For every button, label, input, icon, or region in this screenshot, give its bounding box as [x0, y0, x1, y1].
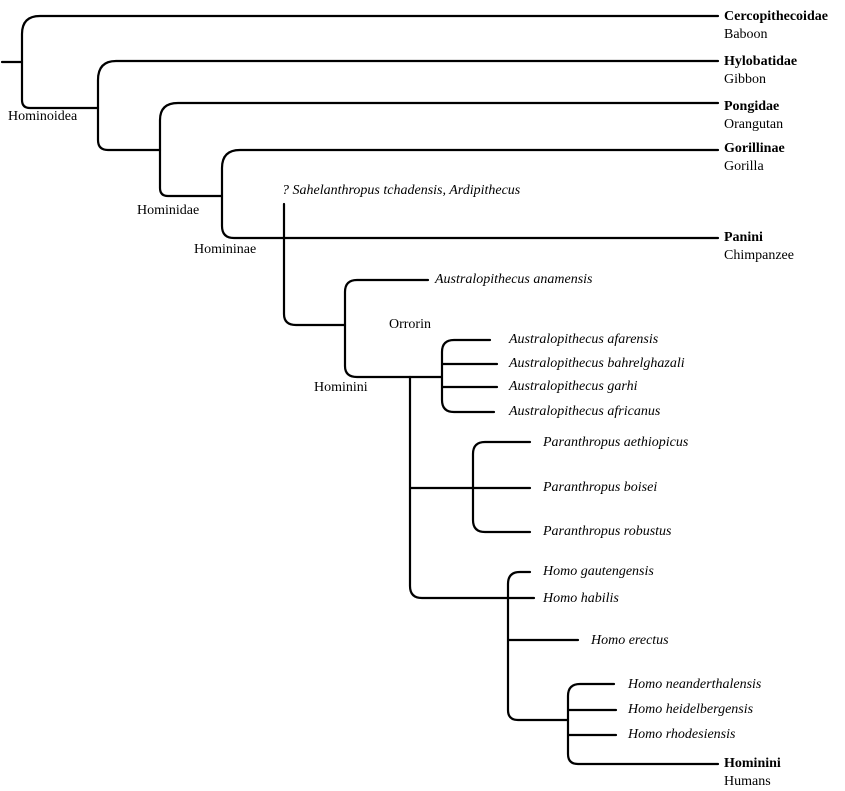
tip-common-name: Gorilla	[724, 159, 764, 174]
tip-group-label: Gorillinae	[724, 141, 785, 156]
clade-label-homininae: Homininae	[194, 242, 257, 257]
clade-label-hominidae: Hominidae	[137, 203, 200, 218]
taxon-garhi: Australopithecus garhi	[509, 379, 638, 394]
tip-group-label: Hylobatidae	[724, 54, 798, 69]
tip-common-name: Humans	[724, 774, 771, 789]
taxon-gautengensis: Homo gautengensis	[543, 564, 654, 579]
taxon-africanus: Australopithecus africanus	[509, 404, 661, 419]
tip-cercopithecoidae: Cercopithecoidae Baboon	[724, 8, 828, 44]
taxon-bahrelghazali: Australopithecus bahrelghazali	[509, 356, 685, 371]
branch-late-homo	[566, 682, 720, 766]
taxon-aethiopicus: Paranthropus aethiopicus	[543, 435, 689, 450]
tip-gorillinae: Gorillinae Gorilla	[724, 140, 785, 176]
branch-paranthropus	[471, 440, 532, 534]
taxon-habilis: Homo habilis	[543, 591, 619, 606]
tip-common-name: Chimpanzee	[724, 248, 794, 263]
clade-label-orrorin: Orrorin	[389, 317, 431, 332]
branch-pongidae	[158, 101, 720, 198]
taxon-heidelbergensis: Homo heidelbergensis	[628, 702, 754, 717]
tip-common-name: Orangutan	[724, 117, 784, 132]
taxon-erectus: Homo erectus	[591, 633, 669, 648]
tip-group-label: Pongidae	[724, 99, 780, 114]
taxon-boisei: Paranthropus boisei	[543, 480, 658, 495]
branch-hominoidea	[20, 14, 720, 110]
taxon-robustus: Paranthropus robustus	[543, 524, 672, 539]
tip-group-label: Panini	[724, 230, 763, 245]
branch-homo	[506, 570, 580, 722]
tip-common-name: Gibbon	[724, 72, 766, 87]
tip-pongidae: Pongidae Orangutan	[724, 98, 783, 134]
branch-hylobatidae	[96, 59, 720, 152]
taxon-anamensis: Australopithecus anamensis	[435, 272, 593, 287]
tip-panini: Panini Chimpanzee	[724, 229, 794, 265]
taxon-afarensis: Australopithecus afarensis	[509, 332, 659, 347]
taxon-rhodesiensis: Homo rhodesiensis	[628, 727, 736, 742]
tip-hylobatidae: Hylobatidae Gibbon	[724, 53, 797, 89]
tip-common-name: Baboon	[724, 27, 768, 42]
tip-group-label: Cercopithecoidae	[724, 9, 828, 24]
tip-group-label: Hominini	[724, 756, 781, 771]
branch-hominini-trunk	[408, 375, 510, 600]
branch-anamensis	[343, 278, 430, 379]
clade-label-hominoidea: Hominoidea	[8, 109, 78, 124]
branch-homininae	[220, 148, 720, 240]
clade-label-hominini: Hominini	[314, 380, 368, 395]
branch-australopithecus	[408, 338, 499, 414]
taxon-neanderthalensis: Homo neanderthalensis	[628, 677, 762, 692]
tip-hominini-humans: Hominini Humans	[724, 755, 781, 791]
branch-sahelanthropus	[282, 202, 347, 327]
taxon-sahelanthropus: ? Sahelanthropus tchadensis, Ardipithecu…	[282, 183, 521, 198]
